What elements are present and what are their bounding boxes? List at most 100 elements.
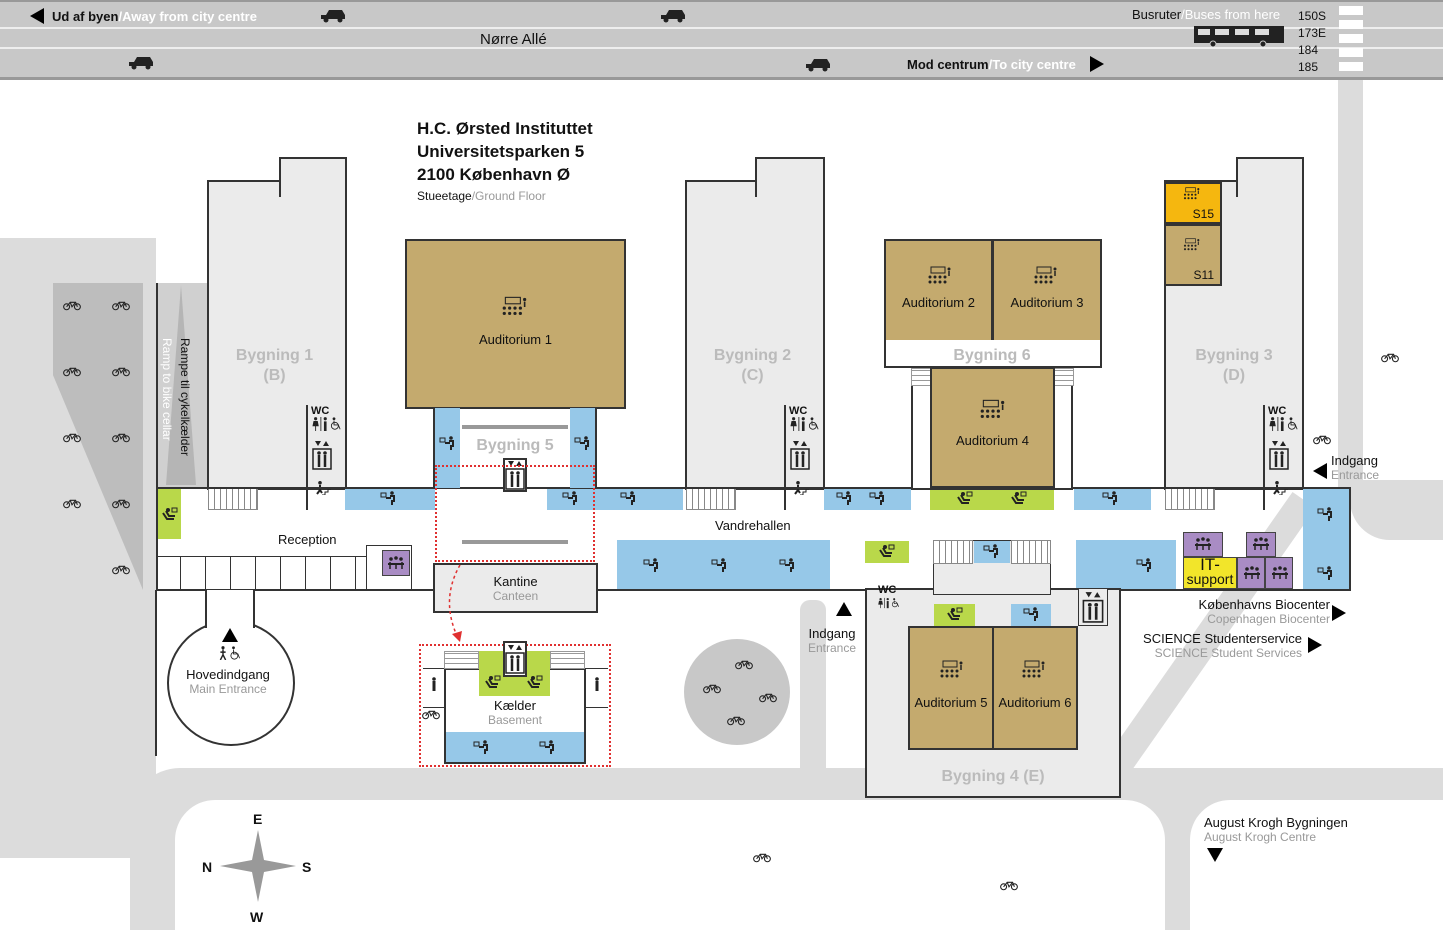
stairs-icon: [313, 481, 331, 496]
student-services-en: SCIENCE Student Services: [1154, 646, 1302, 660]
bus-label: Busruter/Buses from here: [1132, 7, 1280, 22]
study-icon: [620, 491, 638, 505]
car-icon: [128, 56, 154, 70]
kantine-da: Kantine: [493, 574, 538, 589]
auditorium-2[interactable]: Auditorium 2: [884, 239, 993, 342]
elevator-icon: [505, 643, 525, 675]
student-services-da: SCIENCE Studenterservice: [1143, 631, 1302, 646]
to-en: /To city centre: [988, 57, 1076, 72]
study-icon: [711, 558, 729, 572]
biocenter-da: Københavns Biocenter: [1198, 597, 1330, 612]
it-support[interactable]: IT-support: [1183, 556, 1237, 589]
reception-desk: [156, 556, 366, 590]
car-icon: [805, 58, 831, 72]
meeting-room: [1265, 557, 1293, 589]
auditorium-5[interactable]: Auditorium 5: [908, 626, 994, 750]
building-2-tower: [755, 157, 825, 197]
title-city: 2100 København Ø: [417, 165, 571, 184]
arrow-right-icon: [1308, 637, 1322, 653]
auditorium-icon: [978, 399, 1008, 421]
lounge-area: [930, 489, 1054, 510]
lane-divider: [0, 27, 1443, 29]
lounge-icon: [1010, 491, 1028, 505]
s15-label: S15: [1192, 207, 1214, 221]
main-entrance-en: Main Entrance: [189, 682, 267, 696]
lounge-icon: [484, 675, 502, 689]
toilet-icon: [788, 417, 822, 431]
wc-block-b3: WC: [1263, 405, 1303, 510]
b1-name: Bygning 1: [235, 347, 314, 364]
meeting-icon: [387, 556, 405, 570]
bike-circle: [684, 639, 790, 745]
toilet-icon: [1267, 417, 1301, 431]
bike-icon: [735, 657, 753, 671]
bike-icon: [1313, 432, 1331, 446]
room-s11[interactable]: S11: [1164, 224, 1222, 286]
basement-arrow: [448, 564, 462, 642]
study-area: [1303, 489, 1349, 589]
compass-rose-icon: [220, 830, 296, 902]
crosswalk-stripe: [1339, 34, 1363, 43]
s11-label: S11: [1193, 268, 1214, 282]
auditorium-4[interactable]: Auditorium 4: [930, 367, 1055, 488]
auditorium-6-label: Auditorium 6: [998, 695, 1072, 710]
lounge-icon: [526, 675, 544, 689]
bus-da: Busruter: [1132, 7, 1182, 22]
study-icon: [380, 491, 398, 505]
crosswalk-stripe: [1339, 20, 1363, 29]
b3-code: (D): [1222, 367, 1246, 384]
study-icon: [1023, 607, 1041, 621]
meeting-room: [1183, 532, 1223, 557]
compass-e: E: [253, 811, 263, 827]
compass-s: S: [302, 859, 312, 875]
study-icon: [643, 558, 661, 572]
map-title: H.C. Ørsted Instituttet Universitetspark…: [417, 117, 593, 186]
room-s15[interactable]: S15: [1164, 182, 1222, 224]
building-6-strip: [884, 340, 1102, 368]
accessible-icon: [216, 646, 244, 661]
study-area: [617, 540, 830, 589]
main-entrance-da[interactable]: Hovedindgang: [186, 667, 270, 682]
away-da: Ud af byen: [52, 9, 119, 24]
kantine-en: Canteen: [492, 589, 539, 603]
entrance-east-da[interactable]: Indgang: [1331, 453, 1378, 468]
entrance-south-da[interactable]: Indgang: [808, 626, 856, 641]
bike-icon: [422, 707, 440, 721]
compass-w: W: [250, 909, 264, 925]
auditorium-3[interactable]: Auditorium 3: [992, 239, 1102, 342]
car-icon: [660, 9, 686, 23]
b1-code: (B): [263, 367, 286, 384]
auditorium-1[interactable]: Auditorium 1: [405, 239, 626, 409]
study-area: [547, 489, 683, 510]
crosswalk-stripe: [1339, 6, 1363, 15]
study-icon: [779, 558, 797, 572]
auditorium-6[interactable]: Auditorium 6: [992, 626, 1078, 750]
bike-icon: [63, 298, 81, 312]
study-area: [345, 489, 435, 510]
study-icon: [1136, 558, 1154, 572]
august-krogh-en: August Krogh Centre: [1204, 830, 1317, 844]
entrance-east-en: Entrance: [1331, 468, 1380, 482]
building-2-label: Bygning 2(C): [685, 346, 820, 386]
auditorium-4-label: Auditorium 4: [956, 433, 1029, 448]
main-entrance-passage: [205, 590, 255, 628]
meeting-room: [1237, 557, 1265, 589]
lounge-icon: [956, 491, 974, 505]
study-icon: [439, 436, 457, 450]
study-icon: [539, 740, 557, 754]
bus-en: /Buses from here: [1181, 7, 1281, 22]
basement-en: Basement: [487, 713, 543, 727]
elevator: [1078, 588, 1108, 626]
stairs-icon: [1270, 481, 1288, 496]
footpath: [1338, 80, 1363, 500]
building-1-label: Bygning 1 (B): [207, 346, 342, 386]
august-krogh-da: August Krogh Bygningen: [1204, 815, 1348, 830]
study-icon: [574, 436, 592, 450]
ramp-en: Ramp to bike cellar: [160, 338, 174, 441]
toilet-icon: [878, 596, 900, 610]
bike-icon: [753, 850, 771, 864]
